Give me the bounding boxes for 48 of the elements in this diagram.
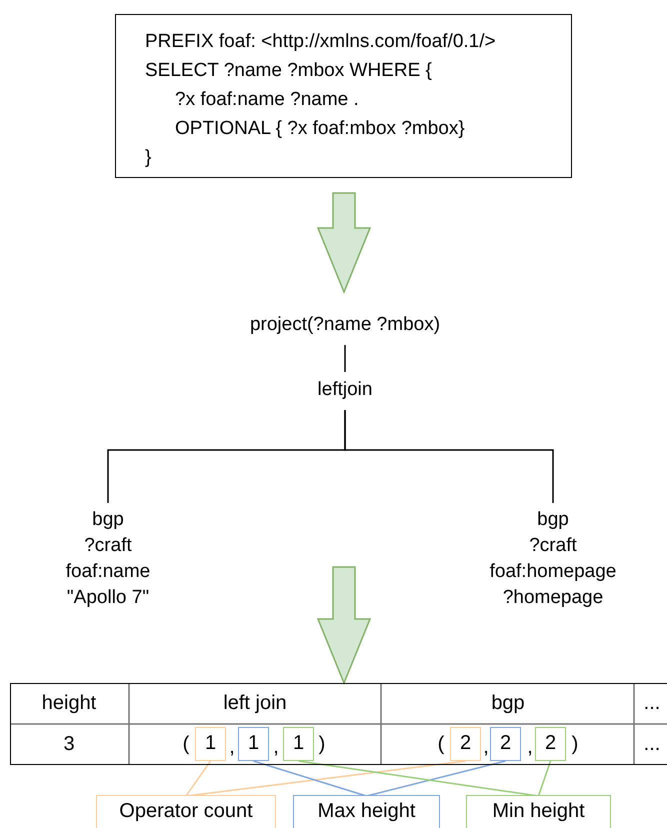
value-box: 1 xyxy=(195,727,226,761)
table-text: , xyxy=(527,735,533,760)
table-text: , xyxy=(483,735,489,760)
table-text: ( xyxy=(438,732,444,757)
leader-line xyxy=(185,760,212,796)
operator-label: ?homepage xyxy=(502,586,604,610)
callout-box: Min height xyxy=(466,795,611,828)
tree-line xyxy=(344,410,554,503)
operator-label: ?craft xyxy=(84,534,132,558)
operator-label: foaf:name xyxy=(66,560,150,584)
operator-label: bgp xyxy=(92,508,124,532)
operator-label: project(?name ?mbox) xyxy=(250,312,440,340)
leader-line xyxy=(366,760,506,797)
value-box: 1 xyxy=(283,727,314,761)
operator-label: "Apollo 7" xyxy=(66,586,150,610)
value-box: 2 xyxy=(490,727,521,761)
table-text: ... xyxy=(644,691,660,716)
block-arrow xyxy=(316,566,372,685)
table-text: , xyxy=(273,735,279,760)
code-line: } xyxy=(145,146,152,170)
code-line: PREFIX foaf: <http://xmlns.com/foaf/0.1/> xyxy=(145,30,496,54)
table-text: ) xyxy=(572,732,578,757)
operator-label: foaf:homepage xyxy=(490,560,616,584)
table-text: height xyxy=(42,691,96,716)
value-box: 2 xyxy=(535,727,566,761)
code-line: SELECT ?name ?mbox WHERE { xyxy=(145,59,432,83)
operator-label: leftjoin xyxy=(318,377,372,405)
table-text: bgp xyxy=(491,691,525,716)
code-line: OPTIONAL { ?x foaf:mbox ?mbox} xyxy=(175,117,465,141)
table-text: 3 xyxy=(63,732,75,757)
leader-line xyxy=(538,760,552,796)
code-line: ?x foaf:name ?name . xyxy=(175,88,359,112)
table-text: ) xyxy=(318,732,326,757)
operator-label: bgp xyxy=(537,508,569,532)
block-arrow xyxy=(316,192,372,294)
table-text: left join xyxy=(223,691,287,716)
callout-box: Max height xyxy=(293,795,440,828)
value-box: 2 xyxy=(450,727,481,761)
leader-line xyxy=(253,760,367,797)
table-text: ... xyxy=(644,732,660,757)
value-box: 1 xyxy=(238,727,269,761)
tree-line xyxy=(344,345,346,372)
table-text: , xyxy=(229,735,235,760)
code-box xyxy=(115,14,572,178)
operator-label: ?craft xyxy=(529,534,577,558)
callout-box: Operator count xyxy=(96,795,276,828)
table-text: ( xyxy=(182,732,190,757)
data-table xyxy=(10,683,667,765)
